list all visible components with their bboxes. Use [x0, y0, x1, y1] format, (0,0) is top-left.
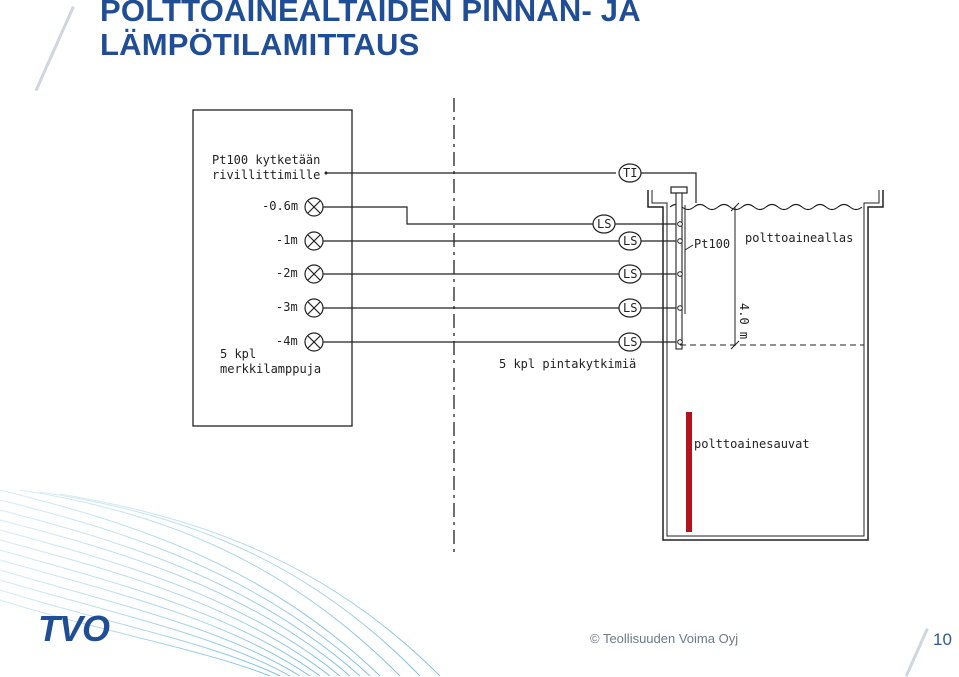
svg-text:LS: LS — [623, 267, 637, 281]
tvo-logo: TVO — [38, 608, 110, 649]
level-switch: LS — [618, 264, 642, 284]
rods-label: polttoainesauvat — [694, 437, 810, 451]
svg-text:LS: LS — [597, 217, 611, 231]
control-panel — [192, 109, 353, 427]
lamp-label: -3m — [276, 300, 298, 314]
probe-head — [670, 186, 688, 194]
page-title: POLTTOAINEALTAIDEN PINNAN- JA LÄMPÖTILAM… — [100, 0, 641, 62]
page-number: 10 — [933, 630, 952, 649]
svg-text:LS: LS — [623, 234, 637, 248]
decorative-wave — [0, 489, 441, 676]
lamp-label: -2m — [276, 266, 298, 280]
lamps-caption-line-2: merkkilamppuja — [220, 362, 321, 376]
dimension-tick — [730, 202, 740, 212]
copyright-text: © Teollisuuden Voima Oyj — [590, 631, 739, 646]
probe-rod — [675, 192, 683, 350]
pool-wall-inner — [651, 190, 880, 537]
ti-label: TI — [623, 166, 637, 180]
pool-wall — [647, 190, 884, 541]
signal-lamp — [304, 197, 324, 217]
signal-lamp — [304, 332, 324, 352]
panel-label-line-2: rivillittimille — [212, 168, 320, 182]
level-switch: LS — [618, 332, 642, 352]
switch-point — [677, 339, 683, 345]
lamp-label: -1m — [276, 233, 298, 247]
switch-point — [677, 271, 683, 277]
switch-point — [677, 238, 683, 244]
title-line-2: LÄMPÖTILAMITTAUS — [100, 27, 420, 62]
signal-lamp — [304, 298, 324, 318]
signal-lamp — [304, 264, 324, 284]
level-switch: LS — [592, 214, 616, 234]
depth-label: 4.0 m — [737, 303, 751, 339]
switch-point — [677, 221, 683, 227]
title-line-1: POLTTOAINEALTAIDEN PINNAN- JA — [100, 0, 641, 28]
lamp-label: -4m — [276, 334, 298, 348]
panel-label-line-1: Pt100 kytketään — [212, 153, 320, 167]
signal-line — [323, 206, 594, 225]
switches-caption: 5 kpl pintakytkimiä — [499, 357, 636, 371]
signal-lamp — [304, 231, 324, 251]
fuel-rod — [686, 412, 692, 532]
lamp-label: -0.6m — [262, 199, 298, 213]
level-switch: LS — [618, 231, 642, 251]
svg-text:LS: LS — [623, 335, 637, 349]
pool-label: polttoaineallas — [745, 231, 853, 245]
terminal-dot — [324, 171, 328, 175]
ti-to-probe-line — [641, 172, 697, 203]
switch-point — [677, 305, 683, 311]
water-surface — [669, 203, 863, 211]
level-switch: LS — [618, 298, 642, 318]
pt100-leader — [684, 244, 694, 251]
lamps-caption-line-1: 5 kpl — [220, 347, 256, 361]
svg-text:LS: LS — [623, 301, 637, 315]
pt100-label: Pt100 — [694, 237, 730, 251]
